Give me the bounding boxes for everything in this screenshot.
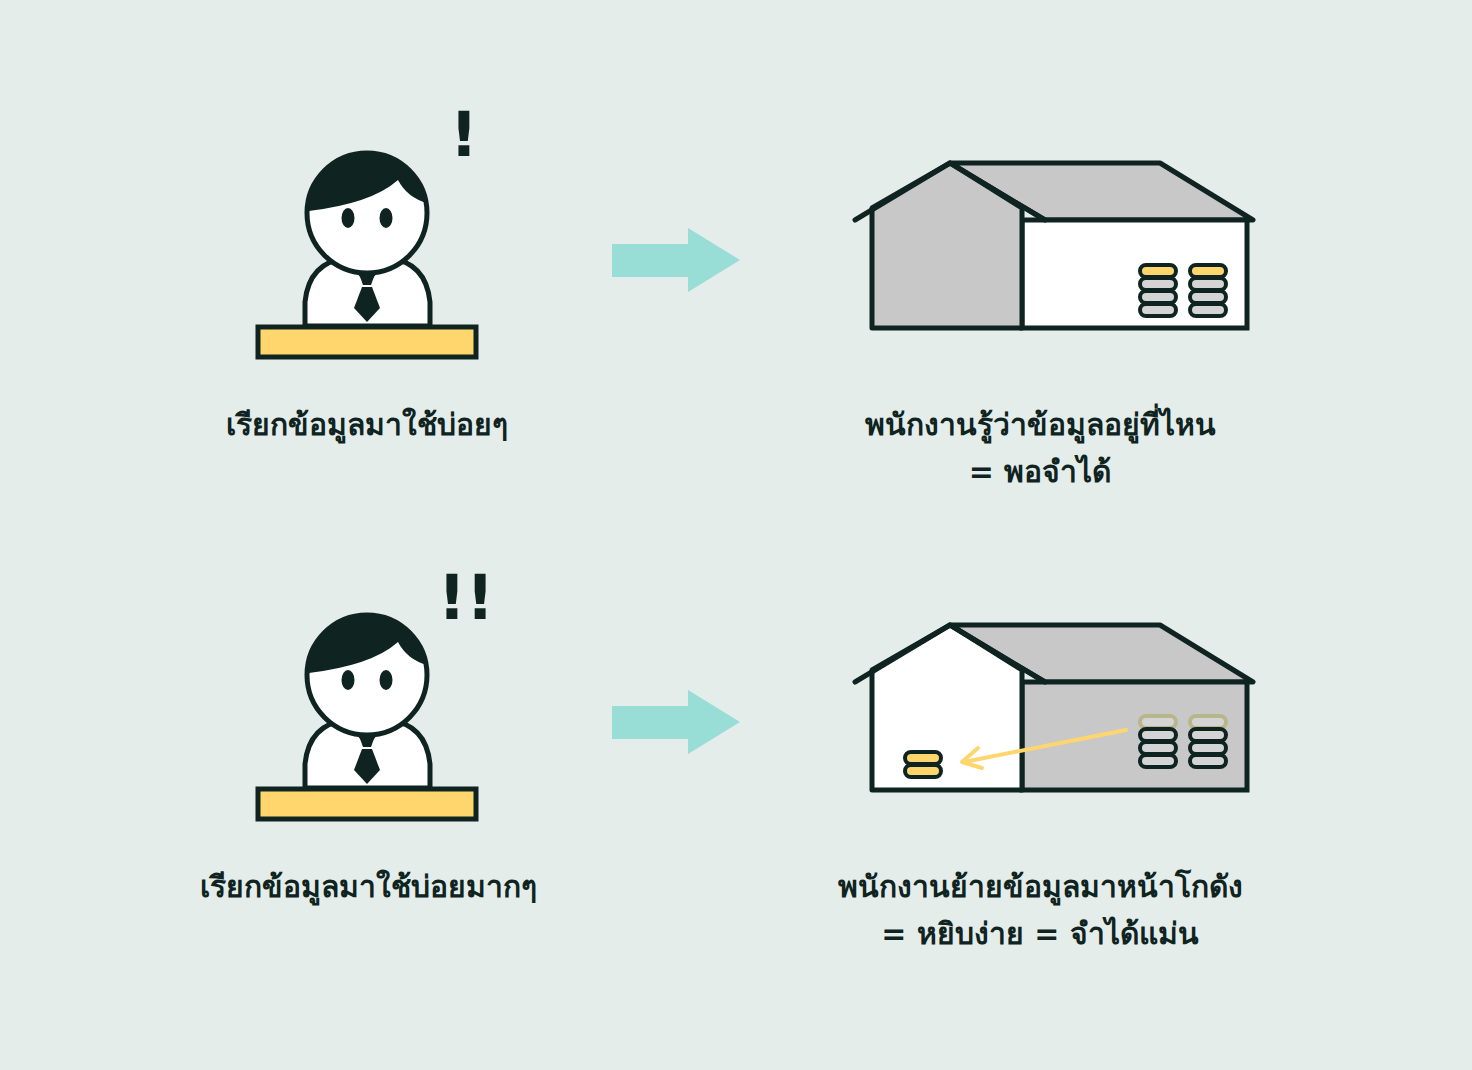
caption-text: เรียกข้อมูลมาใช้บ่อยๆ (226, 402, 508, 449)
flow-arrow (612, 228, 740, 292)
person-figure (258, 145, 476, 357)
move-arrow (964, 730, 1126, 762)
illustration-part (1022, 682, 1247, 790)
illustration-part (855, 163, 1045, 220)
illustration-part (872, 163, 1022, 328)
exclamation-mark: !! (438, 567, 495, 629)
flow-arrow (612, 690, 740, 754)
data-stack (1190, 716, 1226, 767)
data-stack (1140, 716, 1176, 767)
exclamation-mark: ! (450, 104, 478, 166)
moved-data (905, 765, 941, 777)
illustration-part (1022, 220, 1247, 328)
illustration-part (872, 625, 1022, 790)
warehouse (855, 625, 1253, 790)
illustration-part (855, 625, 1045, 682)
caption-text: พนักงานย้ายข้อมูลมาหน้าโกดัง = หยิบง่าย … (835, 864, 1246, 957)
data-stack (1140, 265, 1176, 316)
data-stack (1190, 265, 1226, 316)
move-arrow-head (962, 748, 982, 768)
caption-text: พนักงานรู้ว่าข้อมูลอยู่ที่ไหน = พอจำได้ (862, 402, 1219, 495)
caption-text: เรียกข้อมูลมาใช้บ่อยมากๆ (200, 864, 537, 911)
warehouse (855, 163, 1253, 328)
moved-data (905, 752, 941, 764)
person-figure (258, 607, 476, 819)
